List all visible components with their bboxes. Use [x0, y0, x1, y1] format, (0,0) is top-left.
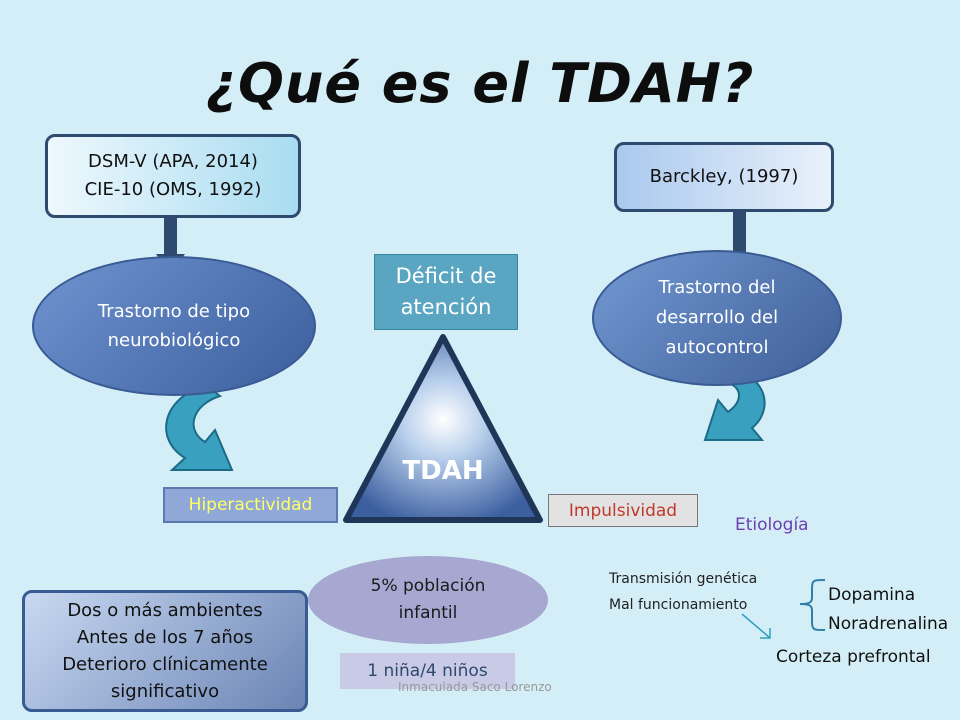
deficit-line-2: atención — [400, 295, 492, 319]
corteza-prefrontal: Corteza prefrontal — [776, 647, 931, 667]
criteria-line-3: Deterioro clínicamente — [62, 654, 268, 675]
criteria-line-1: Dos o más ambientes — [67, 600, 263, 621]
neurobiological-line-1: Trastorno de tipo — [97, 301, 251, 322]
criteria-line-2: Antes de los 7 años — [76, 627, 254, 648]
selfcontrol-line-2: desarrollo del — [655, 307, 779, 328]
criteria-line-4: significativo — [110, 681, 220, 702]
etiologia-brace — [799, 579, 826, 631]
classification-line-2: CIE-10 (OMS, 1992) — [84, 179, 262, 200]
left-curved-arrow — [165, 383, 234, 471]
deficit-line-1: Déficit de — [395, 264, 497, 288]
etiologia-arrow — [741, 613, 771, 639]
deficit-atencion-box: Déficit de atención — [374, 254, 518, 330]
selfcontrol-line-1: Trastorno del — [658, 277, 776, 298]
neurobiological-line-2: neurobiológico — [107, 330, 241, 351]
etiologia-title: Etiología — [735, 515, 809, 535]
tdah-label: TDAH — [402, 456, 484, 486]
impulsividad-label: Impulsividad — [548, 494, 698, 527]
neurobiological-ellipse: Trastorno de tipo neurobiológico — [32, 256, 316, 396]
neuro-dopamina: Dopamina — [828, 585, 916, 605]
ratio-label: 1 niña/4 niños — [340, 653, 515, 689]
classification-box: DSM-V (APA, 2014) CIE-10 (OMS, 1992) — [45, 134, 301, 218]
population-line-2: infantil — [398, 603, 458, 623]
population-ellipse: 5% población infantil — [308, 556, 548, 644]
tdah-triangle — [343, 334, 543, 523]
author-box: Barckley, (1997) — [614, 142, 834, 212]
selfcontrol-ellipse: Trastorno del desarrollo del autocontrol — [592, 250, 842, 386]
hiperactividad-label: Hiperactividad — [163, 487, 338, 523]
author-label: Barckley, (1997) — [649, 166, 799, 187]
classification-line-1: DSM-V (APA, 2014) — [88, 151, 258, 172]
slide-title: ¿Qué es el TDAH? — [205, 52, 755, 115]
criteria-box: Dos o más ambientes Antes de los 7 años … — [22, 590, 308, 712]
neuro-noradrenalina: Noradrenalina — [828, 614, 949, 634]
etiologia-cause-2: Mal funcionamiento — [609, 597, 748, 613]
selfcontrol-line-3: autocontrol — [665, 337, 769, 358]
footer-author: Inmaculada Saco Lorenzo — [398, 680, 552, 694]
population-line-1: 5% población — [370, 576, 486, 596]
etiologia-cause-1: Transmisión genética — [609, 571, 758, 587]
